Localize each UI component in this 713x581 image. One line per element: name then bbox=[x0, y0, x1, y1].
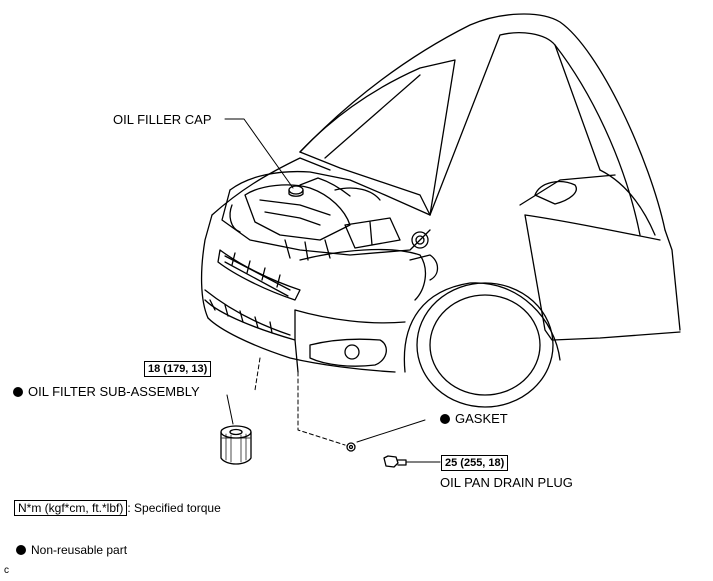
corner-code: c bbox=[4, 565, 9, 576]
car-illustration bbox=[200, 13, 681, 408]
oil-filter-text: OIL FILTER SUB-ASSEMBLY bbox=[28, 384, 200, 399]
drain-plug-label: OIL PAN DRAIN PLUG bbox=[440, 475, 573, 490]
oil-filter-label: OIL FILTER SUB-ASSEMBLY bbox=[13, 384, 200, 399]
oil-filter-illustration bbox=[220, 357, 261, 465]
legend-torque-units: N*m (kgf*cm, ft.*lbf) bbox=[14, 500, 128, 516]
filled-circle-icon bbox=[16, 545, 26, 555]
oil-filter-torque-box: 18 (179, 13) bbox=[144, 361, 212, 377]
filled-circle-icon bbox=[440, 414, 450, 424]
drain-plug-torque-box: 25 (255, 18) bbox=[441, 455, 509, 471]
legend-torque-desc: : Specified torque bbox=[127, 501, 221, 515]
gasket-text: GASKET bbox=[455, 411, 508, 426]
legend-nonreusable: Non-reusable part bbox=[16, 543, 127, 558]
legend-nonreusable-text: Non-reusable part bbox=[31, 543, 128, 557]
drain-plug-illustration bbox=[297, 371, 441, 468]
gasket-label: GASKET bbox=[440, 411, 508, 426]
legend-torque: N*m (kgf*cm, ft.*lbf): Specified torque bbox=[14, 500, 221, 516]
oil-filler-cap-label: OIL FILLER CAP bbox=[113, 112, 212, 127]
filled-circle-icon bbox=[13, 387, 23, 397]
